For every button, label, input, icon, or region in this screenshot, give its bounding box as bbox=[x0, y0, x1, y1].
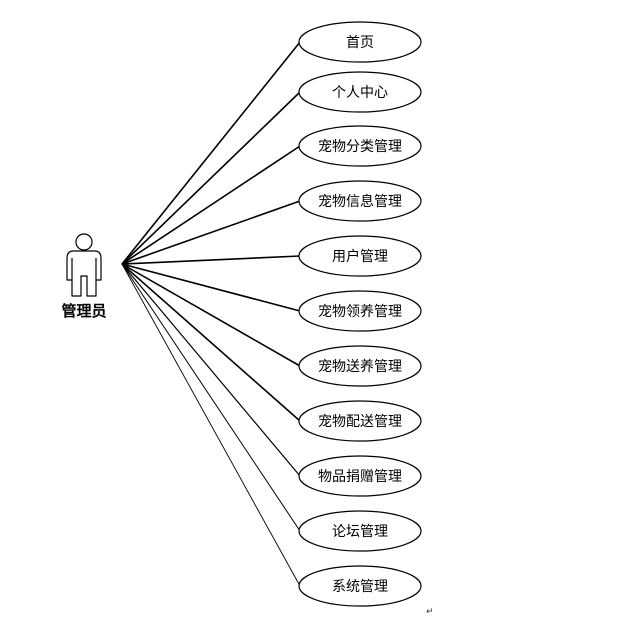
use-case-donation-management: 物品捐赠管理 bbox=[298, 455, 422, 497]
use-case-ellipse bbox=[298, 290, 422, 332]
association-line-pet-delivery-management bbox=[121, 263, 301, 422]
association-line-pet-adoption-management bbox=[121, 263, 301, 312]
use-case-label: 宠物信息管理 bbox=[318, 193, 402, 210]
actor-label: 管理员 bbox=[61, 302, 106, 320]
association-line-pet-category-management bbox=[121, 145, 301, 265]
use-case-ellipse bbox=[298, 125, 422, 167]
use-case-personal-center: 个人中心 bbox=[298, 71, 422, 113]
actor-body bbox=[66, 250, 102, 297]
association-lines bbox=[121, 41, 301, 587]
use-case-label: 宠物送养管理 bbox=[318, 359, 402, 375]
use-case-ellipse bbox=[298, 455, 422, 497]
use-case-label: 宠物领养管理 bbox=[318, 304, 402, 320]
use-case-ellipse bbox=[298, 565, 422, 607]
use-case-pet-delivery-management: 宠物配送管理 bbox=[298, 400, 422, 442]
use-case-label: 个人中心 bbox=[332, 85, 388, 101]
use-case-list: 首页 个人中心 宠物分类管理 宠物信息管理 用户管理 宠物领养管理 宠物送养管理 bbox=[298, 21, 422, 607]
use-case-label: 物品捐赠管理 bbox=[318, 469, 402, 485]
use-case-ellipse bbox=[298, 21, 422, 63]
association-line-user-management bbox=[121, 255, 301, 265]
use-case-ellipse bbox=[298, 400, 422, 442]
association-line-home bbox=[121, 41, 301, 265]
use-case-ellipse bbox=[298, 235, 422, 277]
use-case-forum-management: 论坛管理 bbox=[298, 510, 422, 552]
association-line-pet-info-management bbox=[121, 200, 301, 265]
use-case-label: 用户管理 bbox=[332, 248, 388, 265]
use-case-system-management: 系统管理 bbox=[298, 565, 422, 607]
paragraph-return-mark: ↵ bbox=[426, 607, 434, 617]
use-case-pet-adoption-management: 宠物领养管理 bbox=[298, 290, 422, 332]
use-case-ellipse bbox=[298, 180, 422, 222]
use-case-label: 论坛管理 bbox=[332, 524, 388, 540]
use-case-label: 系统管理 bbox=[332, 579, 388, 595]
use-case-label: 宠物配送管理 bbox=[318, 414, 402, 430]
association-line-donation-management bbox=[121, 263, 301, 477]
use-case-pet-category-management: 宠物分类管理 bbox=[298, 125, 422, 167]
association-line-personal-center bbox=[121, 91, 301, 265]
association-line-system-management bbox=[121, 263, 301, 587]
use-case-ellipse bbox=[298, 71, 422, 113]
actor-head bbox=[75, 233, 93, 251]
use-case-pet-fostering-management: 宠物送养管理 bbox=[298, 345, 422, 387]
association-line-forum-management bbox=[121, 263, 301, 532]
use-case-label: 首页 bbox=[346, 35, 374, 51]
use-case-user-management: 用户管理 bbox=[298, 235, 422, 277]
use-case-pet-info-management: 宠物信息管理 bbox=[298, 180, 422, 222]
association-line-pet-fostering-management bbox=[121, 263, 301, 367]
use-case-ellipse bbox=[298, 510, 422, 552]
use-case-ellipse bbox=[298, 345, 422, 387]
use-case-label: 宠物分类管理 bbox=[318, 139, 402, 155]
use-case-home: 首页 bbox=[298, 21, 422, 63]
user-actor-icon bbox=[66, 233, 102, 297]
